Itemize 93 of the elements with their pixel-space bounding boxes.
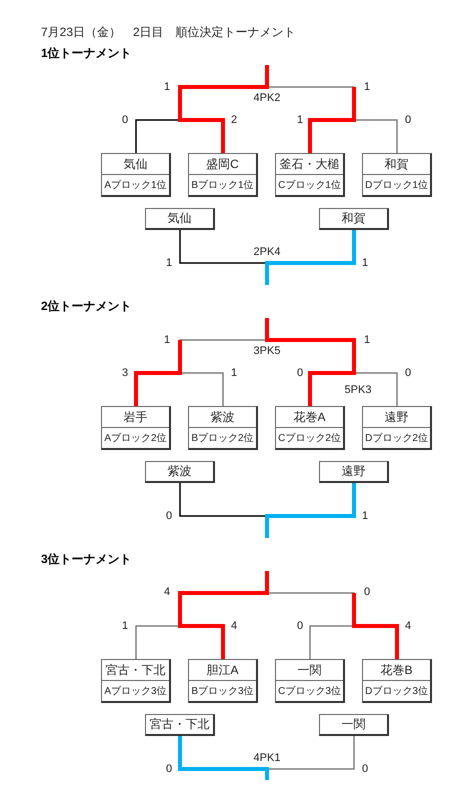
team-box [319, 461, 389, 483]
team-box [145, 714, 215, 736]
block-rank-label: Aブロック2位 [102, 427, 169, 448]
bracket-line [265, 318, 356, 406]
bracket-line [178, 65, 269, 153]
team-name: 紫波 [210, 408, 236, 426]
bracket-line [178, 571, 269, 659]
block-rank-label: Dブロック1位 [363, 174, 430, 195]
block-rank-label: Aブロック3位 [102, 680, 169, 701]
score: 4 [164, 586, 170, 598]
page-title: 7月23日（金） 2日目 順位決定トーナメント [41, 25, 296, 39]
team-name: 花巻A [292, 408, 326, 426]
block-rank-label: Bブロック2位 [189, 427, 256, 448]
bracket-line [135, 625, 180, 659]
score: 1 [166, 256, 172, 270]
score: 3PK5 [254, 344, 280, 358]
score: 3 [122, 366, 128, 380]
bracket-line [308, 87, 356, 153]
bracket-line [178, 736, 269, 780]
team-name: 紫波 [166, 463, 192, 480]
team-name: 花巻B [379, 662, 414, 678]
team-name: 和賀 [384, 156, 410, 172]
section-heading: 3位トーナメント [41, 552, 132, 566]
score: 4PK2 [254, 92, 280, 104]
score: 0 [296, 366, 304, 380]
team-name: 岩手 [122, 408, 148, 426]
score: 0 [166, 510, 172, 522]
team-box [101, 659, 171, 703]
score: 0 [296, 620, 304, 632]
team-name: 釜石・大槌 [278, 156, 340, 172]
team-box [101, 153, 171, 197]
score: 1 [164, 80, 170, 94]
section-heading: 2位トーナメント [41, 299, 132, 313]
score: 2 [230, 114, 238, 126]
block-rank-label: Dブロック2位 [363, 427, 430, 448]
team-box [188, 406, 258, 450]
bracket-line [134, 340, 182, 406]
bracket-line [135, 119, 180, 153]
score: 0 [364, 586, 370, 598]
block-rank-label: Aブロック1位 [102, 174, 169, 195]
score: 1 [364, 334, 370, 346]
score: 1 [122, 620, 128, 632]
score: 2PK4 [254, 246, 280, 258]
team-box [188, 659, 258, 703]
team-box [145, 461, 215, 483]
bracket-line [265, 483, 356, 538]
team-box [362, 153, 432, 197]
team-box [275, 406, 345, 450]
block-rank-label: Cブロック2位 [276, 427, 343, 448]
bracket-line [265, 230, 356, 285]
team-name: 気仙 [122, 156, 148, 172]
score: 1 [362, 256, 368, 270]
score: 0 [404, 114, 412, 126]
bracket-line [352, 593, 399, 659]
team-name: 和賀 [340, 210, 366, 227]
team-box [319, 714, 389, 736]
team-box [188, 153, 258, 197]
score: 1 [230, 366, 238, 380]
section-heading: 1位トーナメント [41, 46, 132, 60]
score: 4 [230, 620, 238, 632]
score: 1 [296, 114, 304, 126]
score: 5PK3 [344, 384, 372, 396]
team-box [362, 659, 432, 703]
team-box [101, 406, 171, 450]
score: 1 [362, 510, 368, 522]
team-name: 一関 [296, 662, 322, 678]
team-name: 宮古・下北 [104, 662, 166, 678]
score: 1 [364, 80, 370, 94]
score: 0 [122, 114, 128, 126]
team-name: 盛岡C [205, 156, 240, 172]
score: 0 [404, 366, 412, 380]
score: 4PK1 [254, 752, 280, 764]
block-rank-label: Dブロック3位 [363, 680, 430, 701]
team-box [145, 208, 215, 230]
block-rank-label: Bブロック3位 [189, 680, 256, 701]
bracket-line [354, 372, 398, 406]
block-rank-label: Bブロック1位 [189, 174, 256, 195]
score: 1 [164, 334, 170, 346]
team-box [275, 659, 345, 703]
team-name: 気仙 [166, 210, 192, 227]
team-name: 胆江A [205, 662, 240, 678]
team-name: 遠野 [384, 408, 410, 426]
team-box [275, 153, 345, 197]
block-rank-label: Cブロック1位 [276, 174, 343, 195]
team-box [362, 406, 432, 450]
team-name: 宮古・下北 [148, 716, 210, 733]
team-name: 遠野 [340, 463, 366, 480]
score: 4 [404, 620, 412, 632]
team-name: 一関 [340, 716, 366, 733]
score: 0 [362, 762, 368, 776]
score: 0 [166, 762, 172, 776]
team-box [319, 208, 389, 230]
block-rank-label: Cブロック3位 [276, 680, 343, 701]
